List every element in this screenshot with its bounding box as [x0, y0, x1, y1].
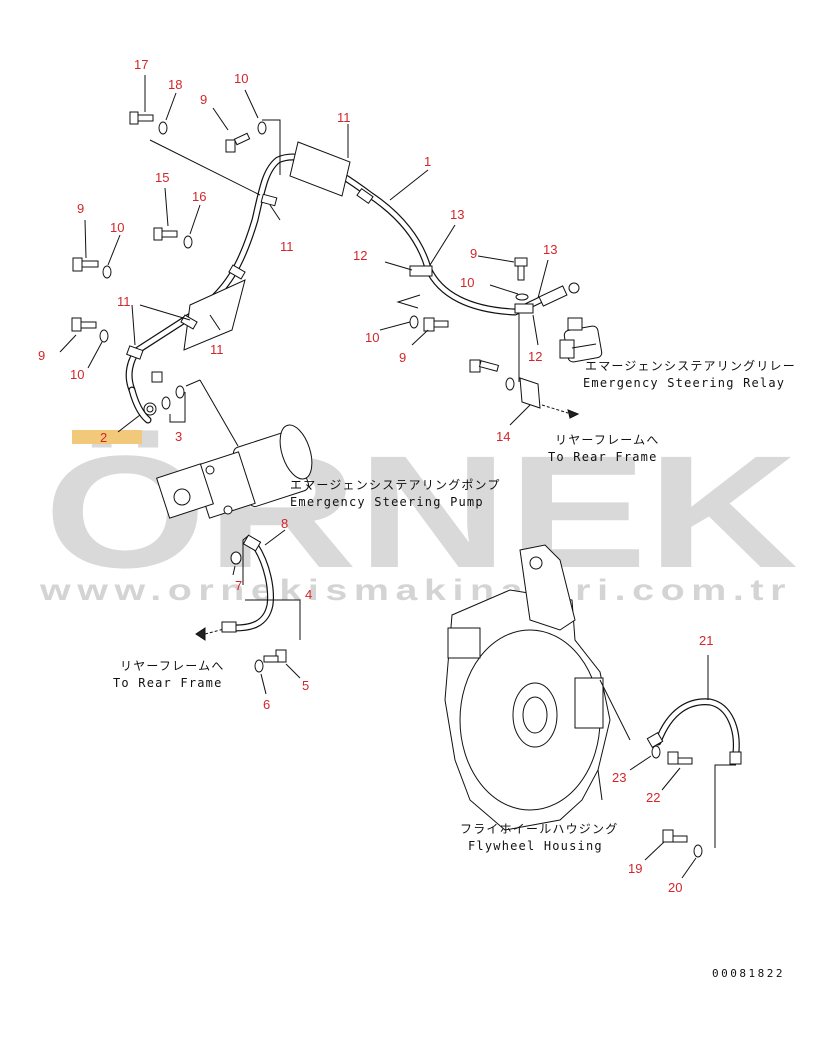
watermark: ÖRNEK www.ornekismakinalari.com.tr [39, 422, 798, 607]
callout-11: 11 [210, 342, 224, 357]
bolt-9c [514, 257, 528, 281]
callout-14: 14 [496, 429, 510, 444]
washer-10a [257, 121, 267, 135]
flywheel-label-en: Flywheel Housing [468, 839, 603, 853]
callout-10: 10 [460, 275, 474, 290]
washer-10d [99, 329, 109, 343]
watermark-accent [72, 430, 142, 444]
callout-13: 13 [543, 242, 557, 257]
callout-4: 4 [305, 587, 312, 602]
callouts: 17 18 9 10 11 1 15 16 9 10 11 13 12 9 13… [38, 57, 713, 895]
callout-9: 9 [38, 348, 45, 363]
flywheel-label-jp: フライホイールハウジング [460, 822, 618, 836]
document-code: 00081822 [712, 967, 785, 980]
callout-16: 16 [192, 189, 206, 204]
emergency-steering-relay [559, 317, 603, 363]
callout-12: 12 [353, 248, 367, 263]
relay-label-jp: エマージェンシステアリングリレー [585, 359, 796, 373]
rear-frame-label-2-jp: リヤーフレームへ [120, 659, 225, 673]
callout-6: 6 [263, 697, 270, 712]
text-labels: エマージェンシステアリングリレー Emergency Steering Rela… [113, 359, 796, 980]
callout-10: 10 [234, 71, 248, 86]
watermark-url: www.ornekismakinalari.com.tr [39, 574, 792, 607]
washer-23 [651, 745, 661, 759]
callout-19: 19 [628, 861, 642, 876]
hose-8 [195, 534, 287, 673]
washer-7 [230, 551, 242, 565]
upper-harness [125, 141, 580, 424]
callout-1: 1 [424, 154, 431, 169]
rear-frame-label-1-jp: リヤーフレームへ [555, 433, 660, 447]
bolt-19 [662, 829, 688, 843]
callout-3: 3 [175, 429, 182, 444]
callout-10: 10 [365, 330, 379, 345]
callout-23: 23 [612, 770, 626, 785]
callout-21: 21 [699, 633, 713, 648]
bolt-9e [423, 317, 449, 332]
callout-17: 17 [134, 57, 148, 72]
callout-11: 11 [280, 239, 294, 254]
bolt-9d [71, 317, 97, 332]
hose-21 [646, 698, 742, 858]
callout-11: 11 [337, 110, 351, 125]
pump-label-jp: エマージェンシステアリングポンプ [290, 478, 501, 492]
washer-3a [161, 396, 171, 410]
washer-3b [175, 385, 185, 399]
washer-10b [102, 265, 112, 279]
bolt-5 [263, 649, 287, 663]
washer-16 [183, 235, 193, 249]
callout-2: 2 [100, 430, 107, 445]
washer-6 [254, 659, 264, 673]
bolt-22 [667, 751, 693, 765]
bolts-upper [71, 111, 541, 410]
bolt-15 [153, 227, 178, 241]
relay-label-en: Emergency Steering Relay [583, 376, 785, 390]
callout-20: 20 [668, 880, 682, 895]
leader-lines [59, 75, 736, 879]
flywheel-housing [444, 544, 631, 831]
callout-13: 13 [450, 207, 464, 222]
bolt-14 [469, 359, 500, 373]
callout-9: 9 [470, 246, 477, 261]
washer-10e [409, 315, 419, 329]
pump-label-en: Emergency Steering Pump [290, 495, 484, 509]
callout-10: 10 [70, 367, 84, 382]
callout-9: 9 [77, 201, 84, 216]
washer-20 [693, 844, 703, 858]
emergency-steering-pump [156, 424, 313, 519]
callout-22: 22 [646, 790, 660, 805]
callout-7: 7 [235, 578, 242, 593]
washer-14 [505, 377, 515, 391]
washer-18 [158, 121, 168, 135]
callout-10: 10 [110, 220, 124, 235]
bolt-17 [129, 111, 154, 125]
washer-10c [515, 293, 529, 301]
callout-8: 8 [281, 516, 288, 531]
bolt-9b [72, 257, 99, 272]
callout-5: 5 [302, 678, 309, 693]
callout-18: 18 [168, 77, 182, 92]
callout-11: 11 [117, 294, 131, 309]
bolt-9a [225, 132, 251, 153]
bracket-14 [519, 377, 541, 409]
rear-frame-label-1-en: To Rear Frame [548, 450, 658, 464]
callout-9: 9 [399, 350, 406, 365]
callout-9: 9 [200, 92, 207, 107]
callout-15: 15 [155, 170, 169, 185]
rear-frame-label-2-en: To Rear Frame [113, 676, 223, 690]
callout-12: 12 [528, 349, 542, 364]
